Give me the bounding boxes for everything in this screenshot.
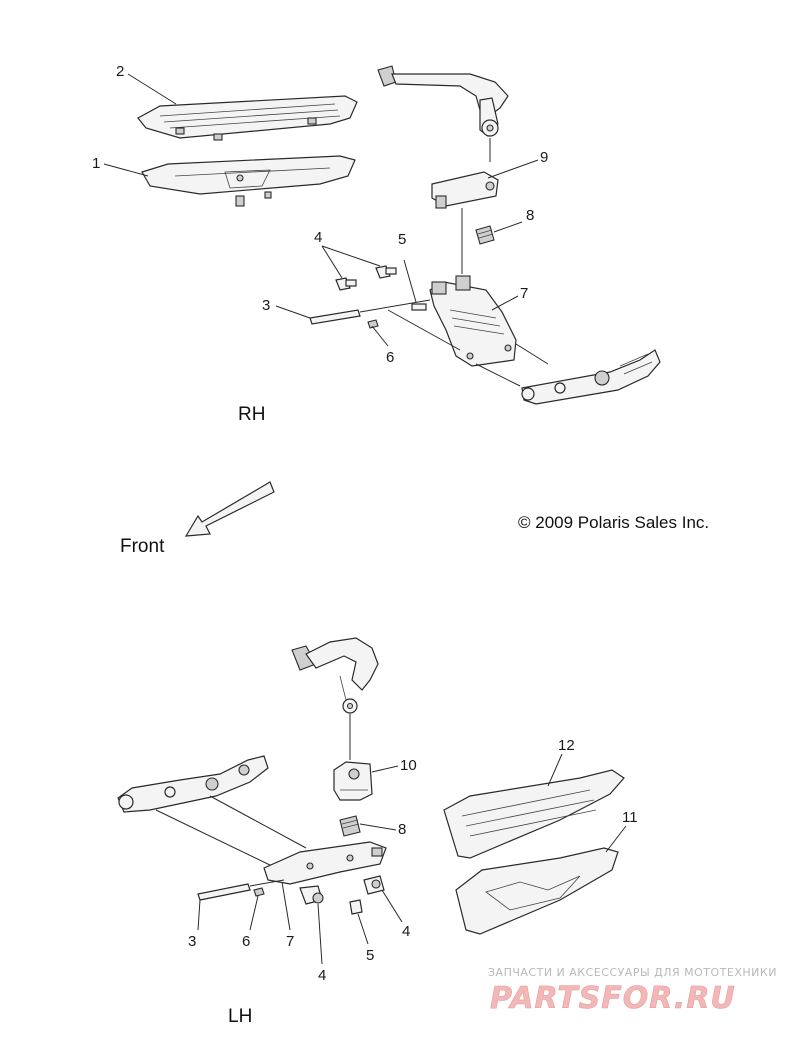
callout-rh-7: 7	[520, 285, 528, 302]
lh-bolt-part-4b	[363, 875, 385, 895]
lh-spring-part-8	[339, 815, 361, 837]
lh-bracket-part-7	[263, 841, 387, 885]
callout-rh-8: 8	[526, 207, 534, 224]
rh-brake-pedal	[377, 65, 509, 137]
callout-lh-3: 3	[188, 933, 196, 950]
rh-pin-part-3	[309, 309, 361, 325]
rh-spring-part-8	[475, 225, 495, 245]
callout-lh-7: 7	[286, 933, 294, 950]
callout-lh-5: 5	[366, 947, 374, 964]
callout-rh-5: 5	[398, 231, 406, 248]
rh-bolt-part-4b	[375, 265, 397, 279]
callout-lh-10: 10	[400, 757, 417, 774]
lh-clip-part-6	[253, 887, 265, 897]
callout-rh-2: 2	[116, 63, 124, 80]
callout-lh-12: 12	[558, 737, 575, 754]
lh-brake-pedal	[291, 637, 379, 714]
lh-footpeg-assembly	[117, 755, 269, 813]
front-label: Front	[120, 536, 165, 557]
lh-footrest-base-part-11	[455, 847, 619, 935]
callout-rh-4: 4	[314, 229, 322, 246]
rh-clip-part-6	[367, 319, 379, 329]
watermark-tagline: ЗАПЧАСТИ И АКСЕССУАРЫ ДЛЯ МОТОТЕХНИКИ	[488, 966, 777, 979]
callout-lh-4a: 4	[318, 967, 326, 984]
rh-bolt-part-4a	[335, 277, 357, 291]
lh-pin-part-3	[197, 883, 251, 901]
rh-pin-part-5	[411, 303, 427, 311]
callout-lh-4b: 4	[402, 923, 410, 940]
copyright-text: © 2009 Polaris Sales Inc.	[518, 513, 709, 532]
callout-lh-6: 6	[242, 933, 250, 950]
callout-lh-11: 11	[622, 809, 638, 826]
lh-bolt-part-4a	[299, 885, 324, 905]
lh-footrest-cover-part-12	[443, 769, 625, 859]
watermark-logo: PARTSFOR.RU	[490, 981, 736, 1016]
rh-bracket-part-7	[429, 275, 517, 367]
callout-lh-8: 8	[398, 821, 406, 838]
section-label-rh: RH	[238, 404, 265, 425]
lh-pin-part-5	[349, 899, 363, 915]
callout-rh-1: 1	[92, 155, 100, 172]
rh-footrest-cover-part-2	[137, 95, 358, 141]
rh-master-cylinder-part-9	[431, 171, 499, 209]
section-label-lh: LH	[228, 1006, 252, 1027]
lh-master-cylinder-part-10	[333, 761, 373, 801]
rh-footrest-base-part-1	[141, 155, 356, 207]
rh-footpeg-assembly	[521, 349, 661, 405]
callout-rh-6: 6	[386, 349, 394, 366]
callout-rh-9: 9	[540, 149, 548, 166]
callout-rh-3: 3	[262, 297, 270, 314]
front-direction-arrow-icon	[184, 481, 275, 537]
